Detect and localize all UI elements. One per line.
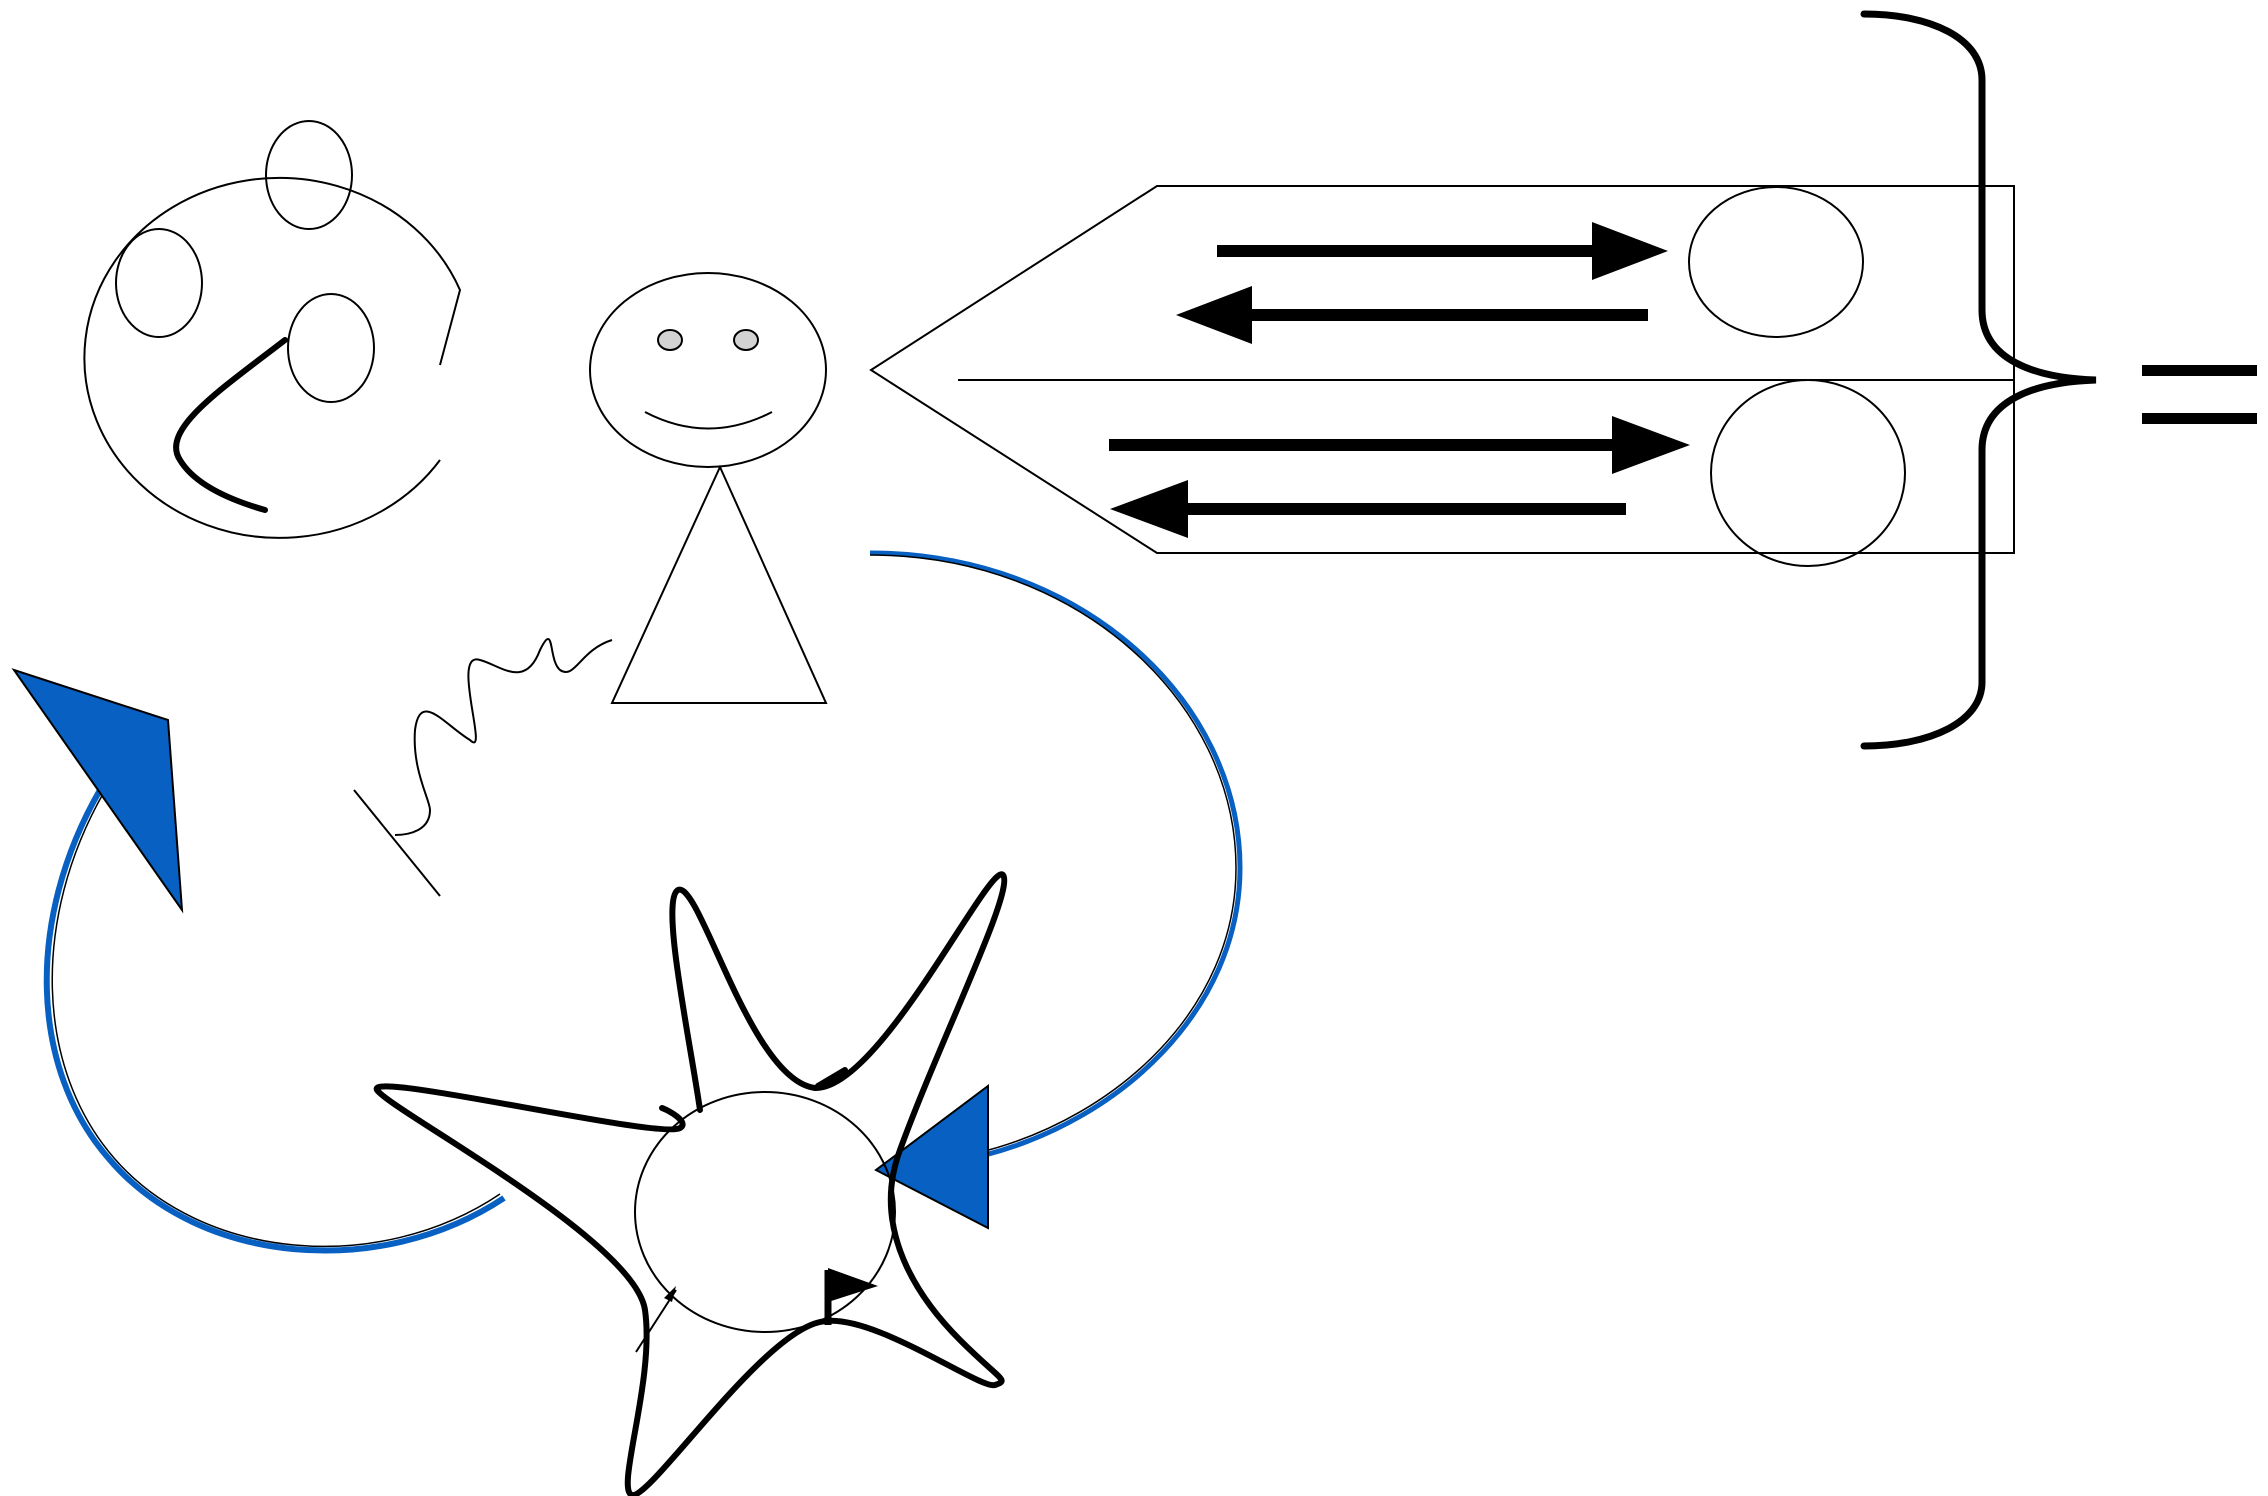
equals-bar-top xyxy=(2142,365,2257,376)
planet-hook xyxy=(173,337,288,513)
blue-arrowhead-right xyxy=(874,1084,989,1230)
wavy-line xyxy=(394,638,613,836)
planet-spot-left xyxy=(115,228,203,338)
planet-spot-right xyxy=(287,293,375,403)
stick-figure xyxy=(589,272,828,704)
blue-arrow-star-to-left xyxy=(11,668,506,1254)
star-inner-tick-left-head xyxy=(664,1286,676,1302)
curly-brace xyxy=(1860,10,2097,750)
figure-head xyxy=(589,272,827,468)
blue-arrowhead-left xyxy=(11,668,184,914)
figure-eye-left xyxy=(657,329,683,351)
flag-icon xyxy=(824,1268,878,1325)
flag-cloth xyxy=(828,1268,878,1302)
blue-arrow-left-curve xyxy=(43,788,506,1254)
wavy-line-end-tick xyxy=(353,789,441,897)
equals-bar-bottom xyxy=(2142,413,2257,424)
arrow-left-1-head xyxy=(1176,286,1252,344)
figure-body xyxy=(610,464,828,704)
arrow-right-1-head xyxy=(1592,222,1668,280)
star-center-circle xyxy=(634,1091,896,1333)
blue-arrow-right-curve xyxy=(869,550,1243,1158)
planet-spot-top xyxy=(265,120,353,230)
planet-group xyxy=(83,120,462,539)
arrow-right-2-head xyxy=(1612,416,1690,474)
arrow-left-2-head xyxy=(1110,480,1188,538)
pencil-circle-top xyxy=(1688,186,1864,338)
figure-eye-right xyxy=(733,329,759,351)
pencil-outline xyxy=(869,185,2015,554)
star-outline xyxy=(373,871,1008,1496)
blue-arrow-left-curve-edge xyxy=(51,791,501,1248)
blue-arrow-figure-to-star xyxy=(869,550,1243,1230)
star-inner-tick-top xyxy=(815,1067,848,1089)
star-with-circle xyxy=(373,871,1008,1496)
blue-arrow-right-curve-edge xyxy=(869,554,1237,1152)
planet-outline xyxy=(83,176,462,539)
equals-sign-icon xyxy=(2142,365,2257,424)
figure-smile xyxy=(644,411,773,430)
pencil-circle-bottom xyxy=(1710,379,1906,567)
pencil-container xyxy=(869,185,2015,567)
